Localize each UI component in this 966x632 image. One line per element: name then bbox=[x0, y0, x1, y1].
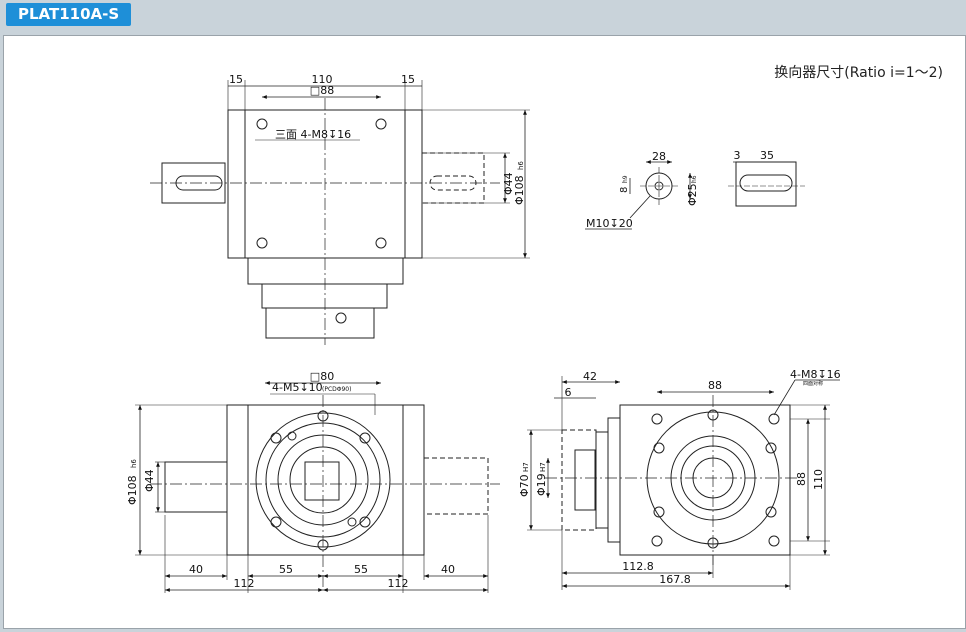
sq80-label: □80 bbox=[310, 370, 334, 383]
front-dia108-tol: h6 bbox=[130, 459, 138, 468]
dim-42: 42 bbox=[583, 370, 597, 383]
dia25-tol: h6 bbox=[691, 175, 698, 183]
dim-88: 88 bbox=[708, 379, 722, 392]
page-title: PLAT110A-S bbox=[6, 3, 132, 26]
dim-15-right: 15 bbox=[401, 73, 415, 86]
front-holes-label: 4-M5↧10 bbox=[272, 381, 323, 394]
dim-sq88: □88 bbox=[310, 84, 334, 97]
thread-label: M10↧20 bbox=[586, 217, 633, 230]
side-body bbox=[619, 404, 791, 556]
side-coupling bbox=[574, 449, 596, 511]
top-motor-flange bbox=[265, 307, 375, 339]
shaft-keyway bbox=[739, 174, 793, 192]
top-adapter bbox=[261, 283, 388, 309]
dim-110-v: 110 bbox=[812, 469, 825, 490]
dim-3: 3 bbox=[734, 149, 741, 162]
dia44-label: Φ44 bbox=[502, 172, 515, 195]
side-holes-sub: 四面对称 bbox=[803, 380, 823, 387]
dia19-tol: H7 bbox=[539, 462, 547, 472]
dia19-label: Φ19 bbox=[535, 473, 548, 496]
dia70-label: Φ70 bbox=[518, 474, 531, 497]
dim-112-left: 112 bbox=[234, 577, 255, 590]
front-hub bbox=[304, 461, 340, 501]
shaft-detail bbox=[585, 160, 805, 230]
ratio-note: 换向器尺寸(Ratio i=1～2) bbox=[774, 65, 943, 81]
side-view bbox=[527, 376, 840, 590]
dia25-label: Φ25 bbox=[686, 183, 699, 206]
dim-35: 35 bbox=[760, 149, 774, 162]
dim-55-right: 55 bbox=[354, 563, 368, 576]
dim-8: 8 bbox=[619, 187, 630, 193]
top-hole bbox=[375, 237, 387, 249]
dim-28: 28 bbox=[652, 150, 666, 163]
front-left-flange bbox=[226, 404, 249, 556]
dia70-tol: H7 bbox=[522, 462, 530, 472]
top-hole bbox=[256, 237, 268, 249]
top-hole bbox=[256, 118, 268, 130]
dim-6: 6 bbox=[565, 386, 572, 399]
side-flange bbox=[607, 417, 621, 543]
top-hole bbox=[375, 118, 387, 130]
dim-40-right: 40 bbox=[441, 563, 455, 576]
top-holes-label: 三面 4-M8↧16 bbox=[275, 128, 351, 141]
dia108-tol: h6 bbox=[517, 161, 525, 170]
shaft-side bbox=[735, 161, 797, 207]
top-left-flange bbox=[227, 109, 246, 259]
top-view bbox=[150, 80, 530, 345]
dim-8-tol: h9 bbox=[622, 175, 629, 183]
front-view bbox=[135, 381, 500, 593]
top-right-shaft bbox=[421, 152, 485, 204]
front-dia44: Φ44 bbox=[143, 469, 156, 492]
drawing-panel: 换向器尺寸(Ratio i=1～2) bbox=[3, 35, 966, 629]
front-dia108: Φ108 bbox=[126, 475, 139, 505]
dim-40-left: 40 bbox=[189, 563, 203, 576]
front-left-shaft bbox=[164, 461, 228, 513]
pcd-label: (PCDΦ90) bbox=[322, 386, 351, 393]
shaft-thread-hole bbox=[654, 181, 664, 191]
header-bar: PLAT110A-S bbox=[0, 0, 966, 34]
dim-112-right: 112 bbox=[388, 577, 409, 590]
dim-112-8: 112.8 bbox=[622, 560, 654, 573]
dia108-label: Φ108 bbox=[513, 175, 526, 205]
top-flange-hole bbox=[335, 312, 347, 324]
side-holes-label: 4-M8↧16 bbox=[790, 368, 841, 381]
top-right-flange bbox=[404, 109, 423, 259]
front-right-flange bbox=[402, 404, 425, 556]
dim-55-left: 55 bbox=[279, 563, 293, 576]
dim-110: 110 bbox=[312, 73, 333, 86]
side-motor-mount bbox=[561, 429, 597, 531]
dim-15-left: 15 bbox=[229, 73, 243, 86]
side-adapter bbox=[595, 431, 609, 529]
top-base bbox=[247, 257, 404, 285]
front-right-shaft bbox=[423, 457, 489, 515]
dim-88-v: 88 bbox=[795, 472, 808, 486]
dim-167-8: 167.8 bbox=[659, 573, 691, 586]
